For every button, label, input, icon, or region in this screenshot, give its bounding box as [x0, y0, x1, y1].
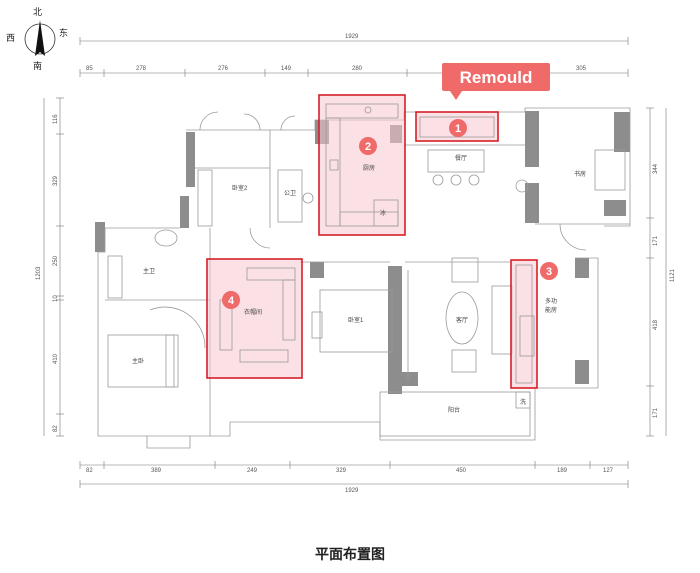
marker-4-label: 4	[228, 295, 235, 307]
dim-right-seg: 171	[653, 235, 659, 246]
room-label-public-bath: 公卫	[284, 190, 296, 197]
room-label-bedroom2: 卧室2	[232, 184, 248, 192]
dim-top-total: 1929	[345, 34, 359, 40]
room-label-living-room: 客厅	[456, 316, 468, 324]
dimension-right: 344 171 418 171 1121	[646, 107, 676, 437]
dim-right-total: 1121	[670, 268, 676, 282]
dim-top-seg: 149	[281, 66, 292, 72]
dim-right-seg: 418	[653, 319, 659, 330]
room-labels: 卧室2 公卫 厨房 冰 餐厅 书房 主卫 主卧 衣帽间 卧室1 客厅 多功 能房…	[132, 154, 586, 414]
highlight-multi-room-wall	[510, 259, 538, 389]
dim-top-seg: 278	[136, 66, 147, 72]
dimension-bottom: 82 389 249 329 450 189 127 1929	[79, 461, 629, 494]
highlight-walk-in-closet	[206, 258, 303, 379]
dim-left-seg: 250	[53, 255, 59, 266]
room-label-bedroom1: 卧室1	[348, 316, 364, 324]
dim-left-seg: 329	[53, 175, 59, 186]
room-label-dining: 餐厅	[455, 154, 467, 162]
dim-bottom-seg: 389	[151, 468, 162, 474]
dim-left-seg: 410	[53, 353, 59, 364]
compass-south: 南	[33, 60, 42, 72]
dim-bottom-seg: 249	[247, 468, 258, 474]
room-label-kitchen: 厨房	[363, 164, 375, 172]
compass-needle-icon	[35, 20, 45, 56]
marker-2-label: 2	[365, 141, 371, 153]
dim-top-seg: 85	[86, 66, 93, 72]
room-label-study: 书房	[574, 170, 586, 178]
room-label-master-bath: 主卫	[143, 267, 155, 275]
room-label-multi-room-line2: 能房	[545, 306, 557, 314]
room-label-walk-in-closet: 衣帽间	[244, 308, 262, 316]
dim-bottom-seg: 82	[86, 468, 93, 474]
dim-right-seg: 171	[653, 407, 659, 418]
dim-left-total: 1203	[36, 266, 42, 280]
dim-bottom-seg: 329	[336, 468, 347, 474]
marker-1-label: 1	[455, 123, 461, 135]
compass-north: 北	[33, 7, 42, 18]
compass-east: 东	[59, 27, 68, 39]
diagram-caption: 平面布置图	[315, 547, 385, 563]
marker-2: 2	[359, 137, 377, 155]
room-label-fridge: 冰	[380, 209, 386, 217]
remould-label: Remould	[460, 68, 533, 87]
dim-top-seg: 276	[218, 66, 229, 72]
compass: 北 西 东 南	[6, 7, 68, 72]
dim-left-seg: 116	[53, 114, 59, 124]
room-label-multi-room-line1: 多功	[545, 297, 557, 305]
dim-top-seg: 280	[352, 66, 363, 72]
dimension-left: 1203 116 329 250 10 410 82	[36, 97, 64, 437]
dim-right-seg: 344	[653, 163, 659, 174]
dim-bottom-total: 1929	[345, 488, 359, 494]
marker-4: 4	[222, 291, 240, 309]
room-label-master-bedroom: 主卧	[132, 357, 144, 365]
marker-1: 1	[449, 119, 467, 137]
remould-callout: Remould	[442, 63, 550, 100]
marker-3-label: 3	[546, 266, 552, 278]
dim-left-seg: 10	[53, 295, 59, 302]
marker-3: 3	[540, 262, 558, 280]
dim-bottom-seg: 127	[603, 468, 614, 474]
room-label-laundry: 洗	[520, 398, 526, 406]
dim-top-seg: 305	[576, 66, 587, 72]
room-label-balcony: 阳台	[448, 406, 460, 414]
highlight-kitchen	[318, 94, 406, 236]
dim-left-seg: 82	[53, 425, 59, 432]
compass-west: 西	[6, 33, 15, 44]
dim-bottom-seg: 450	[456, 468, 467, 474]
dim-bottom-seg: 189	[557, 468, 568, 474]
